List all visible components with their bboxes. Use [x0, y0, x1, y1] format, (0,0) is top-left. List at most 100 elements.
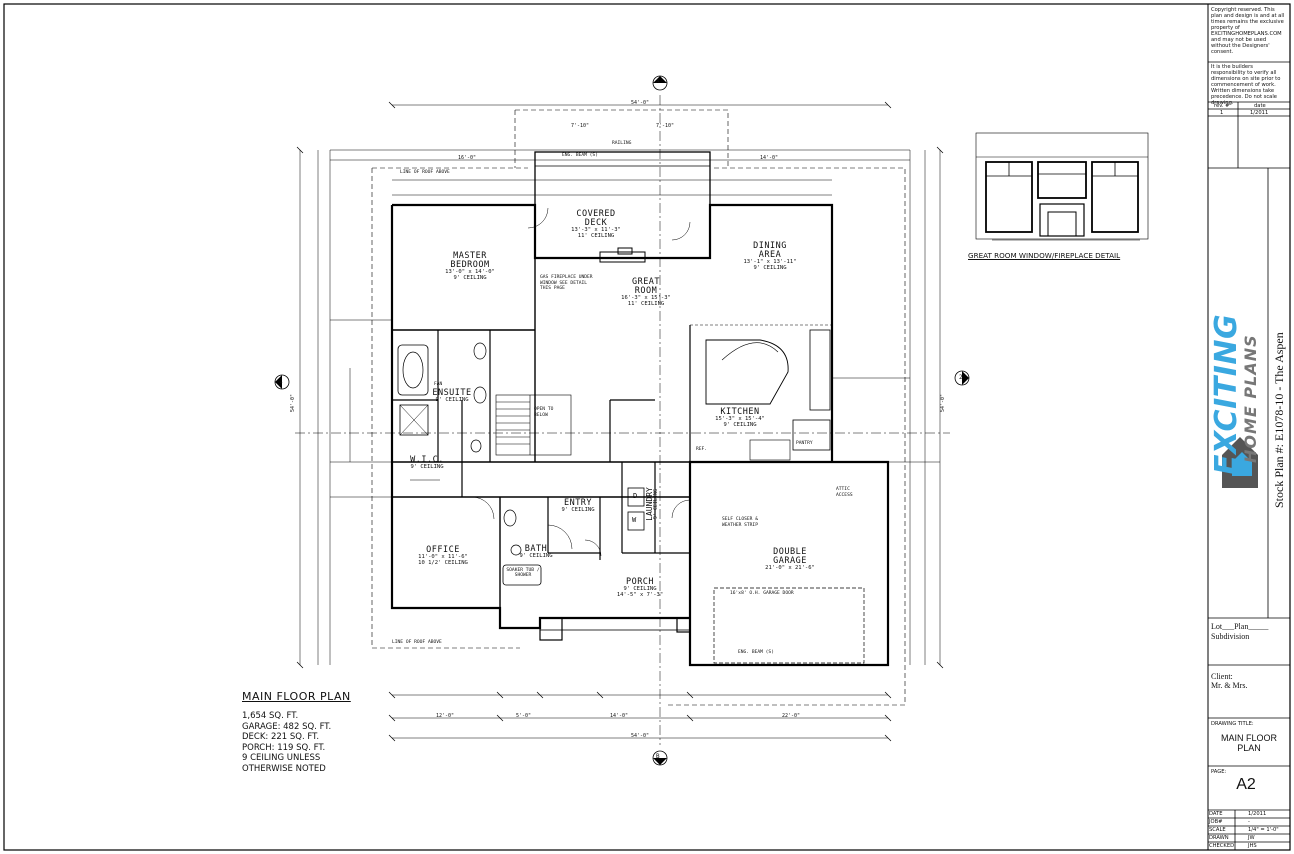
- room-bath: BATH 9' CEILING: [518, 545, 554, 560]
- info-row: DATE 1/2011: [1209, 811, 1289, 819]
- room-great-room: GREAT ROOM 16'-3" x 15'-3" 11' CEILING: [596, 278, 696, 307]
- dim-bottom-segment: 14'-0": [610, 713, 629, 719]
- washer-label: W: [632, 516, 637, 524]
- room-name: MASTER: [453, 251, 487, 261]
- grid-label-bottom: B: [656, 753, 660, 760]
- plan-note: PORCH: 119 SQ. FT.: [242, 742, 326, 753]
- dim-bottom-segment: 22'-0": [782, 713, 801, 719]
- room-name: ENTRY: [563, 498, 593, 508]
- room-laundry: LAUNDRY 9' CEILING: [645, 474, 660, 534]
- info-key: JOB#: [1209, 819, 1223, 825]
- room-name-line2: GARAGE: [773, 555, 807, 566]
- dim-top-overall: 54'-0": [631, 100, 650, 106]
- room-ceiling: 9' CEILING: [753, 264, 787, 271]
- plan-note: 1,654 SQ. FT.: [242, 711, 299, 721]
- room-ceiling: 11' CEILING: [627, 300, 665, 307]
- rev-number: 1: [1220, 110, 1224, 116]
- room-porch: PORCH 9' CEILING 14'-5" x 7'-3": [610, 578, 670, 598]
- room-name-line2: BEDROOM: [450, 259, 490, 270]
- room-name: PORCH: [625, 577, 655, 587]
- eng-beam-label: ENG. BEAM (S): [562, 153, 598, 158]
- subdivision: Subdivision: [1211, 632, 1250, 641]
- info-table: DATE 1/2011 JOB# - SCALE 1/4" = 1'-0" DRAWN…: [1209, 811, 1289, 851]
- room-name: OFFICE: [426, 545, 460, 555]
- room-dimensions: 14'-5" x 7'-3": [616, 591, 664, 598]
- room-name: KITCHEN: [720, 407, 760, 417]
- room-kitchen: KITCHEN 15'-3" x 15'-4" 9' CEILING: [700, 408, 780, 428]
- info-value: JHS: [1248, 843, 1257, 849]
- copyright-note: Copyright reserved. This plan and design…: [1211, 7, 1285, 55]
- room-name: W.I.C.: [410, 455, 444, 465]
- room-name: DOUBLE: [773, 547, 807, 557]
- info-value: 1/4" = 1'-0": [1248, 827, 1279, 833]
- info-value: 1/2011: [1248, 811, 1267, 817]
- dryer-label: D: [633, 492, 638, 500]
- grid-marker-bottom: [652, 750, 668, 766]
- drawing-title-label: DRAWING TITLE:: [1211, 721, 1254, 727]
- info-key: SCALE: [1209, 827, 1226, 833]
- grid-label-right: 2: [959, 374, 963, 381]
- room-name-line2: DECK: [584, 217, 608, 228]
- room-ceiling: 10 1/2' CEILING: [418, 559, 468, 566]
- room-master-bedroom: MASTER BEDROOM 13'-0" x 14'-0" 9' CEILIN…: [420, 252, 520, 281]
- dimension-lines: [299, 104, 941, 739]
- room-ceiling: 9' CEILING: [435, 396, 469, 403]
- info-value: -: [1248, 819, 1250, 825]
- tub-shower-label: SOAKER TUB / SHOWER: [506, 568, 540, 578]
- plan-note: DECK: 221 SQ. FT.: [242, 732, 320, 742]
- pantry-label: PANTRY: [796, 441, 813, 446]
- room-dimensions: 13'-1" x 13'-11": [743, 258, 797, 265]
- title-block-border: [1207, 3, 1291, 851]
- railing-label: RAILING: [612, 141, 632, 146]
- room-walk-in-closet: W.I.C. 9' CEILING: [400, 456, 454, 471]
- info-value: JW: [1248, 835, 1255, 841]
- info-key: DATE: [1209, 811, 1223, 817]
- room-name: DINING: [753, 241, 787, 251]
- room-dining-area: DINING AREA 13'-1" x 13'-11" 9' CEILING: [720, 242, 820, 271]
- room-ceiling: 9' CEILING: [453, 274, 487, 281]
- room-dimensions: 11'-0" x 11'-6": [418, 553, 468, 560]
- client-name: Mr. & Mrs.: [1211, 681, 1248, 690]
- title-block-grid: [1208, 61, 1290, 850]
- grid-marker-right: [954, 370, 970, 386]
- room-ceiling: 9' CEILING: [723, 421, 757, 428]
- drawing-title-line2: PLAN: [1237, 743, 1261, 753]
- grid-lines: [295, 95, 950, 745]
- lot-plan: Lot___Plan_____: [1211, 622, 1269, 631]
- room-ceiling: 9' CEILING: [561, 506, 595, 513]
- garage-door-label: 16'x8' O.H. GARAGE DOOR: [730, 591, 794, 596]
- room-name: BATH: [524, 544, 548, 554]
- info-row: JOB# -: [1209, 819, 1289, 827]
- plan-note: 9 CEILING UNLESS: [242, 753, 321, 763]
- grid-marker-top: [652, 75, 668, 91]
- fireplace-window-detail: [975, 132, 1149, 241]
- plan-notes: 1,654 SQ. FT. GARAGE: 482 SQ. FT. DECK: …: [242, 711, 331, 774]
- page-label: PAGE:: [1211, 769, 1227, 775]
- eng-beam-garage-label: ENG. BEAM (S): [738, 650, 774, 655]
- attic-access: ATTIC ACCESS: [836, 487, 853, 498]
- room-double-garage: DOUBLE GARAGE 21'-0" x 21'-6": [740, 548, 840, 572]
- fridge-label: REF.: [696, 447, 708, 452]
- line-of-roof-bottom: LINE OF ROOF ABOVE: [392, 640, 442, 645]
- info-key: CHECKED: [1209, 843, 1235, 849]
- building-walls: [390, 151, 890, 667]
- plan-note: OTHERWISE NOTED: [242, 763, 326, 774]
- room-ceiling: 9' CEILING: [519, 552, 553, 559]
- dim-top-segment: 14'-0": [760, 155, 779, 161]
- dim-bottom-segment: 5'-0": [516, 713, 532, 719]
- line-of-roof-top: LINE OF ROOF ABOVE: [400, 170, 450, 175]
- room-dimensions: 15'-3" x 15'-4": [715, 415, 765, 422]
- dim-top-segment: 16'-0": [458, 155, 477, 161]
- dim-bottom-segment: 12'-0": [436, 713, 455, 719]
- dimension-ticks: [296, 101, 944, 742]
- drawing-title-line1: MAIN FLOOR: [1220, 733, 1277, 743]
- dim-deck-segment: 7'-10": [656, 123, 675, 129]
- room-ceiling: 11' CEILING: [577, 232, 615, 239]
- gas-fireplace-note: GAS FIREPLACE UNDER WINDOW SEE DETAIL TH…: [540, 275, 593, 291]
- builder-note: It is the builders responsibility to ver…: [1211, 64, 1281, 106]
- grid-label-top: A: [656, 78, 660, 85]
- plan-title: MAIN FLOOR PLAN: [242, 690, 351, 703]
- grid-label-left: 1: [279, 378, 283, 385]
- room-name: ENSUITE: [432, 388, 472, 398]
